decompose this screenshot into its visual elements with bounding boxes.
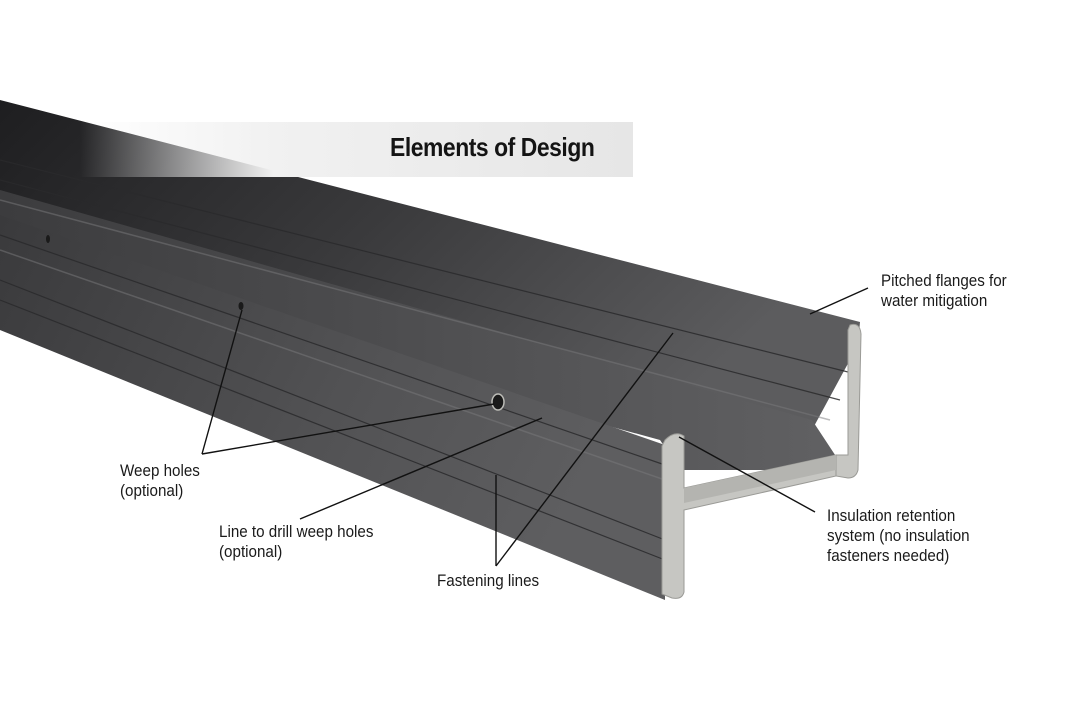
callout-weep-holes: Weep holes (optional) bbox=[120, 462, 200, 500]
beam-top-surface bbox=[0, 100, 860, 430]
beam-channel bbox=[0, 190, 845, 470]
callout-line-to-drill: Line to drill weep holes (optional) bbox=[219, 523, 374, 561]
title-band bbox=[80, 122, 633, 177]
callout-fastening-lines: Fastening lines bbox=[437, 572, 540, 590]
beam-front-face bbox=[0, 215, 665, 600]
diagram-title: Elements of Design bbox=[390, 132, 595, 162]
callout-pitched-flanges: Pitched flanges for water mitigation bbox=[881, 272, 1007, 310]
callout-insulation-retention: Insulation retention system (no insulati… bbox=[827, 507, 970, 565]
weep-hole-markers bbox=[46, 235, 505, 411]
leader-lines bbox=[201, 287, 869, 567]
